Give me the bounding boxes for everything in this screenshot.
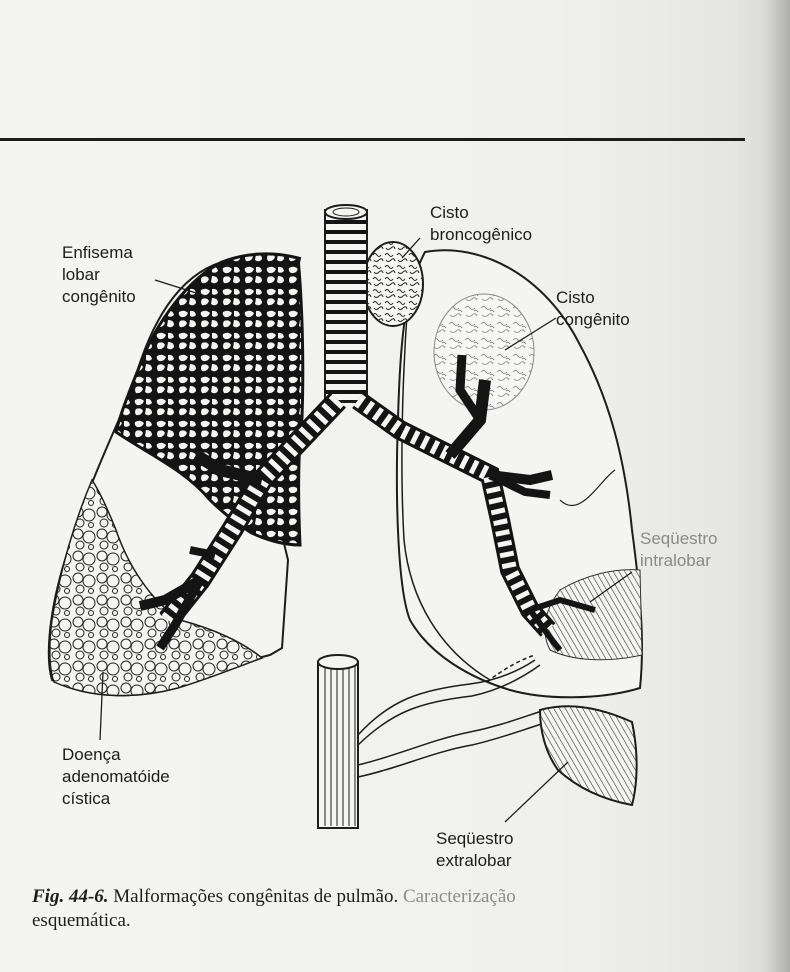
label-line: Doença bbox=[62, 745, 121, 764]
label-intralobar-sequestration: Seqüestro intralobar bbox=[640, 528, 718, 572]
label-line: Enfisema bbox=[62, 243, 133, 262]
label-line: broncogênico bbox=[430, 225, 533, 244]
extralobar-sequestration bbox=[538, 705, 638, 807]
right-lung-fissure bbox=[559, 469, 616, 507]
left-bronchus bbox=[138, 392, 346, 651]
label-cystic-adenomatoid: Doença adenomatóide cística bbox=[62, 744, 170, 810]
label-line: Seqüestro bbox=[640, 529, 718, 548]
aorta bbox=[317, 654, 359, 829]
label-line: adenomatóide bbox=[62, 767, 170, 786]
label-line: intralobar bbox=[640, 551, 711, 570]
caption-text-line2: esquemática. bbox=[32, 910, 131, 931]
label-line: lobar bbox=[62, 265, 100, 284]
label-bronchogenic-cyst: Cisto broncogênico bbox=[430, 202, 532, 246]
caption-text-faded: Caracterização bbox=[402, 886, 516, 907]
cystic-adenomatoid-region bbox=[49, 478, 264, 697]
label-line: congênito bbox=[62, 287, 136, 306]
bronchogenic-cyst bbox=[362, 241, 424, 327]
right-bronchus bbox=[352, 354, 596, 652]
label-line: congênito bbox=[556, 310, 630, 329]
caption-text: Malformações congênitas de pulmão. bbox=[108, 886, 403, 907]
figure-caption: Fig. 44-6. Malformações congênitas de pu… bbox=[32, 885, 712, 933]
systemic-arteries bbox=[357, 654, 549, 778]
label-line: extralobar bbox=[436, 851, 512, 870]
label-line: Cisto bbox=[430, 203, 469, 222]
label-line: Seqüestro bbox=[436, 829, 514, 848]
right-lung-medial-line bbox=[401, 299, 491, 681]
figure-number: Fig. 44-6. bbox=[32, 886, 109, 907]
leader-lines bbox=[99, 237, 633, 823]
label-congenital-cyst: Cisto congênito bbox=[556, 287, 630, 331]
top-rule bbox=[0, 138, 745, 141]
page-gutter-shadow bbox=[764, 0, 790, 972]
label-extralobar-sequestration: Seqüestro extralobar bbox=[436, 828, 514, 872]
label-lobar-emphysema: Enfisema lobar congênito bbox=[62, 242, 136, 308]
label-line: cística bbox=[62, 789, 111, 808]
label-line: Cisto bbox=[556, 288, 595, 307]
trachea bbox=[324, 209, 368, 403]
